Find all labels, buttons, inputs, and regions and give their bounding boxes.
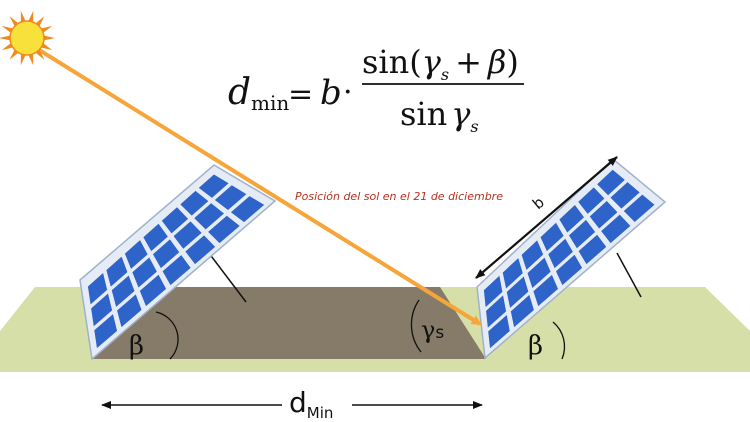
- solar-cell: [506, 276, 529, 308]
- left-panel-cells: [87, 174, 265, 349]
- right-panel-support: [616, 252, 642, 298]
- beta-right-label: β: [528, 331, 543, 361]
- formula-b: b: [320, 73, 342, 113]
- solar-cell: [180, 190, 209, 216]
- solar-cell: [161, 207, 189, 234]
- gamma-arc: [410, 299, 422, 353]
- solar-cell: [486, 295, 507, 328]
- sun-ray-spike: [9, 16, 19, 27]
- solar-cell: [185, 235, 216, 265]
- solar-cell: [173, 221, 202, 249]
- left-solar-panel: [79, 164, 277, 361]
- panel-shadow: [82, 287, 486, 359]
- sun-ray-line: [34, 46, 482, 326]
- solar-cell: [87, 273, 108, 305]
- sun-icon: [0, 10, 55, 66]
- sun-ray-spike: [35, 16, 45, 27]
- solar-cell: [106, 256, 128, 287]
- solar-cell: [510, 294, 534, 328]
- solar-cell: [214, 185, 247, 211]
- solar-cell: [117, 294, 142, 328]
- solar-cell: [152, 239, 180, 269]
- solar-cell: [208, 215, 240, 244]
- solar-cell: [124, 240, 148, 269]
- beta-left-label: β: [129, 331, 144, 361]
- sun-ray-spike: [28, 10, 34, 23]
- beta-left-arc: [155, 311, 179, 360]
- sun-ray-spike: [41, 25, 53, 33]
- sun-ray-spike: [28, 53, 34, 66]
- sun-ray-spike: [9, 49, 19, 60]
- formula-equals: =: [288, 77, 313, 112]
- panel-length-arrow: [475, 156, 618, 279]
- beta-right-arc: [552, 321, 566, 360]
- solar-cell: [610, 182, 640, 209]
- sun-ray-spike: [1, 43, 13, 51]
- solar-cell: [91, 293, 113, 327]
- sun-ray-spike: [20, 53, 26, 66]
- solar-cell: [139, 274, 167, 307]
- sun-ray-spike: [43, 35, 55, 41]
- solar-cell: [533, 274, 559, 307]
- sun-ray-spike: [35, 49, 45, 60]
- solar-cell: [143, 223, 168, 252]
- solar-cell: [623, 194, 655, 223]
- formula-dot: ·: [343, 75, 353, 110]
- sun-ray-spike: [0, 35, 11, 41]
- solar-cell: [198, 174, 229, 198]
- solar-cell: [230, 196, 265, 223]
- formula-lhs: dmin: [228, 72, 289, 115]
- solar-cell: [488, 314, 510, 349]
- solar-cell: [132, 257, 157, 288]
- panel-length-label: b: [529, 193, 548, 213]
- dmin-distance-label: dMin: [289, 386, 333, 422]
- solar-cell: [94, 314, 118, 349]
- sun-ray-spike: [1, 25, 13, 33]
- gamma-label: γs: [421, 316, 444, 344]
- sun-position-annotation: Posición del sol en el 21 de diciembre: [295, 190, 503, 203]
- sun-ray-spike: [20, 10, 26, 23]
- solar-cell: [483, 275, 503, 308]
- sun-ray-spike: [41, 43, 53, 51]
- solar-cell: [162, 255, 191, 286]
- solar-cell: [194, 203, 224, 230]
- solar-cell: [111, 275, 135, 307]
- formula-numerator: sin(γs+β): [362, 43, 519, 84]
